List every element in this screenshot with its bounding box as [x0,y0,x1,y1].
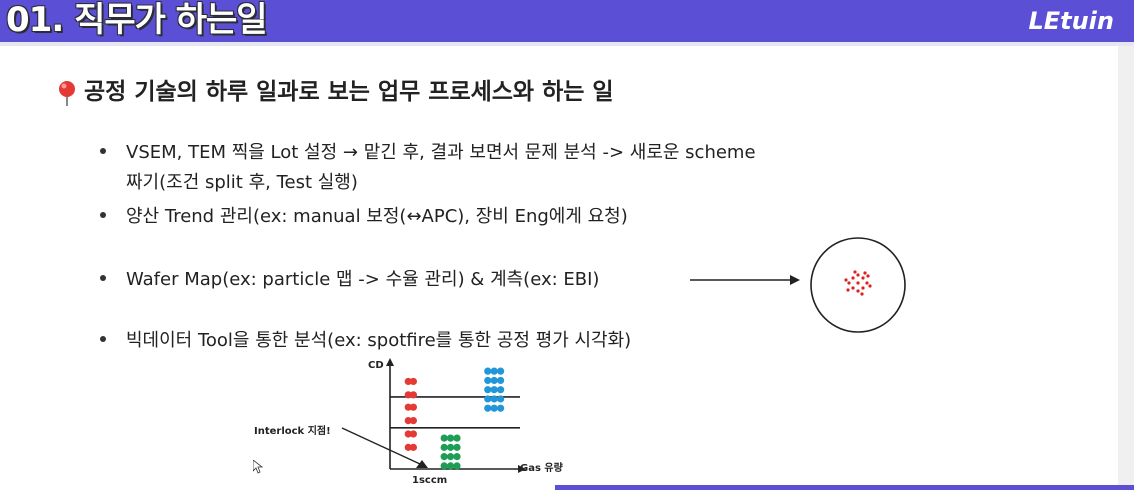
y-axis-label: CD [368,360,384,371]
particle-dot [851,286,855,290]
annotation-arrowhead [416,460,428,468]
scatter-point [409,430,417,438]
scatter-point [409,403,417,411]
scatter-point [446,443,455,451]
header-divider [0,42,1134,46]
particle-dot [866,274,870,278]
bullet-text: Wafer Map(ex: particle 맵 -> 수율 관리) & 계측(… [126,269,600,290]
bullet-dot [100,336,106,342]
bullet-item-3: Wafer Map(ex: particle 맵 -> 수율 관리) & 계측(… [100,265,599,295]
particle-dot [853,270,857,274]
scatter-point [484,404,492,412]
scatter-point [446,434,455,442]
x-axis-label: Gas 유량 [520,462,564,474]
section-heading-text: 공정 기술의 하루 일과로 보는 업무 프로세스와 하는 일 [84,79,614,105]
scatter-point [490,395,498,403]
bullet-item-2: 양산 Trend 관리(ex: manual 보정(↔APC), 장비 Eng에… [100,202,628,232]
slide-header: 01. 직무가 하는일 LEtuin [0,0,1134,42]
scatter-point [497,395,505,403]
particle-dot [847,281,851,285]
scatter-point [453,443,461,451]
x-axis-arrowhead [518,465,526,473]
scatter-point [497,404,505,412]
bullet-text: 양산 Trend 관리(ex: manual 보정(↔APC), 장비 Eng에… [126,206,628,227]
particle-dot [865,281,869,285]
arrow-right-icon [690,275,800,285]
particle-dot [856,273,860,277]
particle-dot [861,276,865,280]
scatter-point [404,416,412,425]
bullet-text: VSEM, TEM 찍을 Lot 설정 → 맡긴 후, 결과 보면서 문제 분석… [126,142,756,163]
wafer-map [810,237,906,333]
particle-dot [863,271,867,275]
y-axis-arrowhead [386,358,394,366]
scatter-point [409,377,417,386]
scatter-point [404,430,412,438]
scatter-point [404,391,412,399]
annotation-pointer [341,427,421,465]
particle-dot [851,276,855,280]
scatter-point [409,391,417,399]
bullet-text: 빅데이터 Tool을 통한 분석(ex: spotfire를 통한 공정 평가 … [126,330,632,351]
bullet-dot [100,275,106,281]
scatter-point [409,443,417,451]
mouse-cursor-icon [253,460,263,474]
bullet-text-continued: 짜기(조건 split 후, Test 실행) [126,172,358,193]
wafer-outline [810,237,906,333]
particle-dot [868,284,872,288]
scatter-point [409,416,417,425]
bullet-dot [100,148,106,154]
scatter-point [404,377,412,386]
scatter-point [404,443,412,451]
brand-logo: LEtuin [1028,7,1114,35]
scatter-point [446,453,455,461]
bullet-dot [100,212,106,218]
scatter-point [404,403,412,411]
pushpin-icon [56,79,78,107]
scrollbar-track[interactable] [1118,46,1134,490]
scatter-point [453,453,461,461]
bottom-accent-bar [555,485,1134,490]
scatter-point [440,443,448,451]
scatter-point [446,462,455,470]
scatter-point [490,404,498,412]
scatter-point [490,367,498,375]
particle-dot [844,278,848,282]
particle-dot [860,292,864,296]
particle-dot [856,289,860,293]
x-tick-label: 1sccm [412,475,447,486]
scatter-point [484,367,492,375]
scatter-point [440,453,448,461]
particle-dot [846,288,850,292]
scatter-point [453,462,461,470]
scatter-point [484,395,492,403]
bullet-item-4: 빅데이터 Tool을 통한 분석(ex: spotfire를 통한 공정 평가 … [100,326,631,356]
scatter-point [453,434,461,442]
scatter-point [490,386,498,394]
scatter-point [497,386,505,394]
scatter-point [440,462,448,470]
particle-dot [861,286,865,290]
scatter-point [484,376,492,385]
scatter-point [484,386,492,394]
interlock-annotation: Interlock 지점! [254,424,331,437]
particle-dot [856,281,860,285]
section-heading: 공정 기술의 하루 일과로 보는 업무 프로세스와 하는 일 [56,72,614,112]
slide-title: 01. 직무가 하는일 [6,0,268,40]
scatter-point [497,376,505,385]
bullet-item-1: VSEM, TEM 찍을 Lot 설정 → 맡긴 후, 결과 보면서 문제 분석… [100,138,756,198]
scatter-point [440,434,448,442]
scatter-point [497,367,505,375]
spotfire-scatter-chart: CD Gas 유량 1sccm Interlock 지점! [254,358,564,486]
scatter-point [490,376,498,385]
